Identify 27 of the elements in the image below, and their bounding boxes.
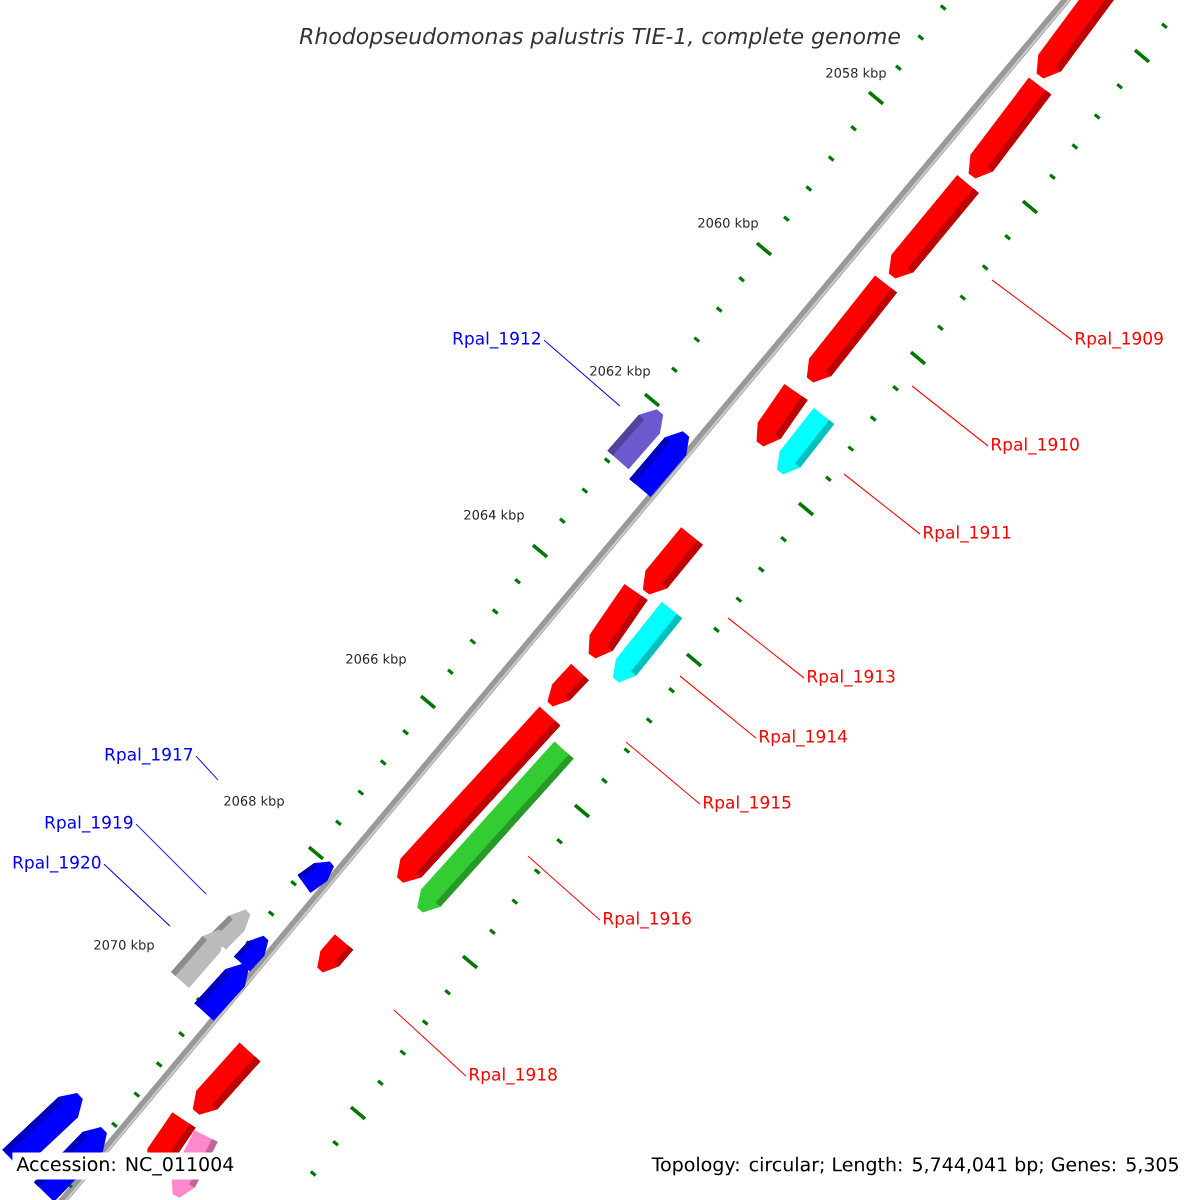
leader-line (843, 473, 921, 535)
leader-line (727, 617, 805, 679)
leader-line (103, 863, 171, 927)
leader-line (911, 385, 989, 447)
gene-label: Rpal_1920 (13, 855, 101, 873)
accession-text: Accession: NC_011004 (12, 1152, 239, 1180)
leader-line (991, 279, 1073, 341)
gene-label: Rpal_1919 (45, 815, 133, 833)
leader-line (543, 339, 621, 407)
gene-label: Rpal_1916 (604, 911, 691, 929)
title: Rhodopseudomonas palustris TIE-1, complete genome (299, 27, 900, 49)
leader-line (625, 741, 701, 805)
gene-label: Rpal_1918 (470, 1067, 557, 1085)
leader-line (393, 1009, 467, 1077)
gene-label: Rpal_1911 (924, 525, 1011, 543)
gene-label: Rpal_1912 (453, 331, 540, 349)
gene-label: Rpal_1909 (1076, 331, 1163, 349)
gene-label: Rpal_1910 (992, 437, 1079, 455)
leader-line (135, 823, 207, 895)
leader-line (527, 855, 601, 921)
leader-line (195, 755, 219, 781)
leader-line (679, 675, 757, 739)
gene-label: Rpal_1914 (760, 729, 847, 747)
gene-label: Rpal_1917 (105, 747, 193, 765)
genome-info-text: Topology: circular; Length: 5,744,041 bp; Genes: 5,305 (647, 1152, 1184, 1180)
gene-label: Rpal_1913 (808, 669, 895, 687)
gene-label: Rpal_1915 (704, 795, 791, 813)
